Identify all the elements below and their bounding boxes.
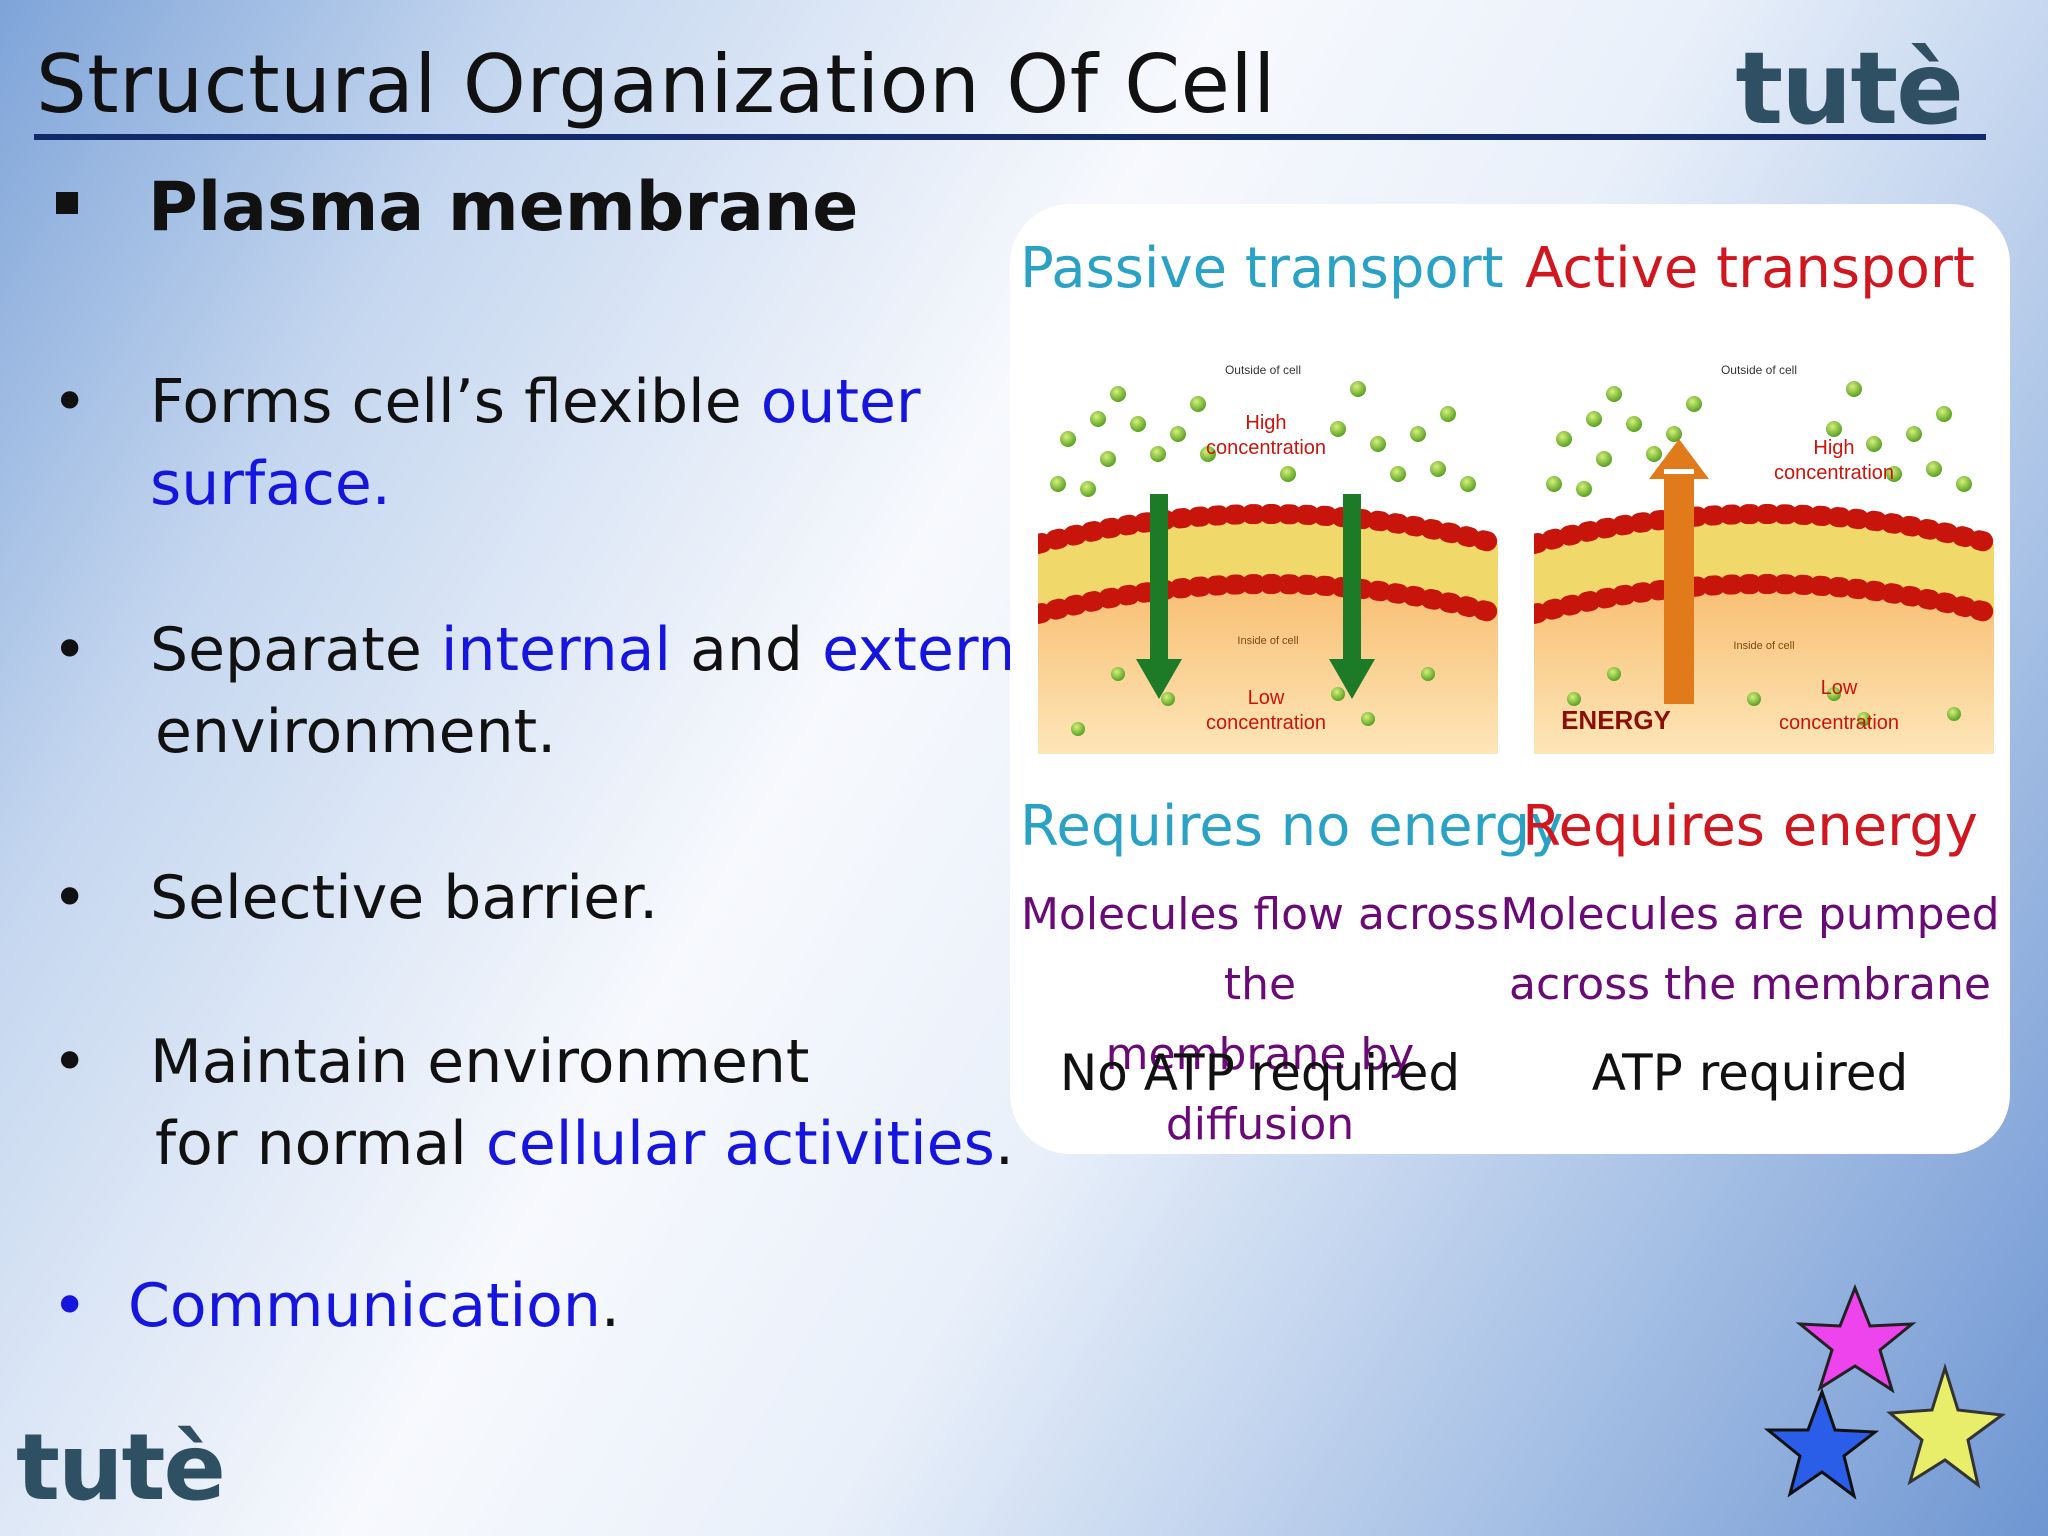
square-bullet-icon (56, 192, 78, 215)
stars-decoration (1763, 1283, 2006, 1500)
bullet-dot-icon: • (52, 1271, 88, 1341)
active-membrane-diagram: Outside of cell Inside of cell High conc… (1534, 363, 1994, 754)
passive-membrane-diagram: Outside of cell Inside of cell High conc… (1038, 363, 1498, 754)
inside-label: Inside of cell (1733, 640, 1794, 652)
yellow-star-icon (1886, 1362, 2006, 1489)
bullet-text-line1: Maintain environment (150, 1027, 810, 1097)
title-underline (34, 134, 1986, 140)
tute-logo-bottom: tutè (16, 1414, 226, 1521)
high-conc-label: concentration (1774, 462, 1894, 484)
bullet-dot-icon: • (52, 863, 88, 933)
low-label: Low (1821, 677, 1858, 699)
bullet-dot-icon: • (52, 1027, 88, 1097)
high-conc-label: concentration (1206, 437, 1326, 459)
bullet-text-line1: Forms cell’s flexible outer (150, 367, 921, 437)
low-label: Low (1248, 687, 1285, 709)
bullet-dot-icon: • (52, 367, 88, 437)
bullet-text-line2: environment. (155, 697, 557, 767)
outside-label: Outside of cell (1225, 363, 1301, 377)
high-label: High (1813, 437, 1854, 459)
heading-text: Plasma membrane (148, 168, 859, 247)
low-conc-label: concentration (1779, 712, 1899, 734)
bullet-text-line2: for normal cellular activities. (155, 1109, 1014, 1179)
bullet-text-line2: surface. (150, 449, 391, 519)
active-energy-note: Requires energy (1522, 794, 1978, 859)
bullet-dot-icon: • (52, 615, 88, 685)
passive-transport-title: Passive transport (1020, 236, 1504, 301)
blue-star-icon (1763, 1387, 1880, 1500)
passive-energy-note: Requires no energy (1020, 794, 1564, 859)
passive-atp-note: No ATP required (1059, 1044, 1461, 1102)
energy-label: ENERGY (1561, 705, 1671, 735)
active-atp-note: ATP required (1591, 1044, 1909, 1102)
low-conc-label: concentration (1206, 712, 1326, 734)
bullet-text: Selective barrier. (150, 863, 659, 933)
magenta-star-icon (1795, 1283, 1917, 1394)
slide-title: Structural Organization Of Cell (36, 38, 1276, 131)
outside-label: Outside of cell (1721, 363, 1797, 377)
bullet-text: Communication. (128, 1271, 620, 1341)
bullet-text-line1: Separate internal and external (150, 615, 1069, 685)
high-label: High (1245, 412, 1286, 434)
section-heading: Plasma membrane (56, 168, 858, 247)
inside-label: Inside of cell (1237, 635, 1298, 647)
transport-figure: Passive transport Active transport (1010, 204, 2010, 1154)
tute-logo-top: tutè (1735, 30, 1964, 147)
active-transport-title: Active transport (1525, 236, 1975, 301)
